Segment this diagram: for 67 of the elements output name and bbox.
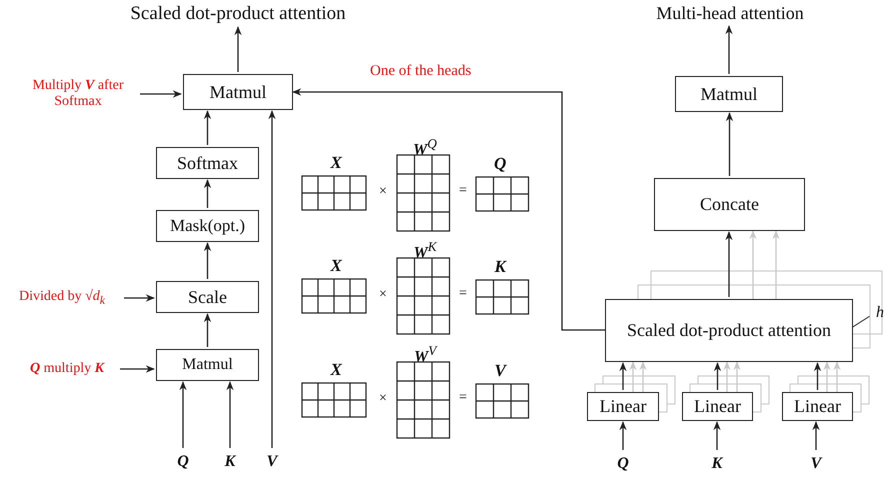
heading-text: Multi-head attention — [640, 1, 820, 25]
input-variable: K — [220, 450, 240, 474]
process-box: Matmul — [183, 74, 293, 110]
arrow — [814, 362, 822, 390]
arrow — [749, 230, 757, 299]
operator-symbol: = — [459, 286, 467, 302]
matrix-label: Q — [494, 154, 506, 174]
matrix-label: W$^{Q}$ — [413, 136, 437, 160]
arrow — [120, 365, 155, 373]
arrow — [725, 231, 733, 297]
process-box: Linear — [782, 392, 853, 421]
arrow — [179, 381, 187, 448]
arrow — [733, 361, 741, 392]
matrix-label: X — [330, 153, 342, 173]
arrow — [629, 361, 637, 392]
arrow — [723, 361, 731, 392]
arrow — [204, 242, 212, 279]
arrow — [619, 421, 627, 450]
arrow — [619, 362, 627, 390]
arrow — [268, 110, 276, 448]
arrow — [204, 313, 212, 347]
operator-symbol: × — [379, 184, 387, 200]
arrow — [833, 361, 841, 392]
arrow — [812, 421, 820, 450]
operator-symbol: = — [459, 183, 467, 199]
matrix-label: X — [330, 256, 342, 276]
process-box: Mask(opt.) — [156, 210, 259, 242]
annotation-text: Divided by √d$_{k}$ — [6, 286, 118, 310]
operator-symbol: × — [379, 287, 387, 303]
arrow — [726, 112, 734, 176]
matrix-label: X — [330, 360, 342, 380]
matrix-label: W$^{K}$ — [414, 239, 437, 262]
arrow — [772, 230, 780, 299]
process-box: Concate — [654, 178, 805, 231]
arrow — [713, 421, 721, 450]
annotation-text: Q multiply K — [20, 358, 114, 380]
arrow — [204, 179, 212, 208]
arrow — [725, 25, 733, 74]
process-box: Softmax — [156, 147, 259, 179]
count-label: h — [876, 304, 884, 322]
heading-text: Scaled dot-product attention — [125, 2, 351, 26]
arrow — [226, 381, 234, 448]
arrow — [204, 110, 212, 145]
operator-symbol: × — [379, 391, 387, 407]
arrow — [292, 88, 605, 331]
matrix-label: V — [494, 361, 506, 381]
process-box: Linear — [587, 392, 659, 421]
arrow — [140, 90, 182, 98]
input-variable: V — [262, 450, 282, 474]
arrow — [234, 26, 242, 72]
arrow — [823, 361, 831, 392]
process-box: Matmul — [675, 76, 783, 112]
process-box: Scale — [156, 281, 259, 313]
arrow — [639, 361, 647, 392]
arrow — [124, 294, 155, 302]
matrix-label: W$^{V}$ — [414, 343, 436, 366]
process-box: Linear — [682, 392, 753, 421]
input-variable: K — [707, 452, 727, 476]
arrow — [714, 362, 722, 390]
matrix-label: K — [494, 257, 506, 277]
annotation-text: Multiply V after Softmax — [22, 76, 134, 112]
process-box: Scaled dot-product attention — [605, 299, 853, 362]
input-variable: Q — [613, 452, 633, 476]
input-variable: V — [806, 452, 826, 476]
input-variable: Q — [173, 450, 193, 474]
operator-symbol: = — [459, 390, 467, 406]
process-box: Matmul — [156, 349, 259, 381]
